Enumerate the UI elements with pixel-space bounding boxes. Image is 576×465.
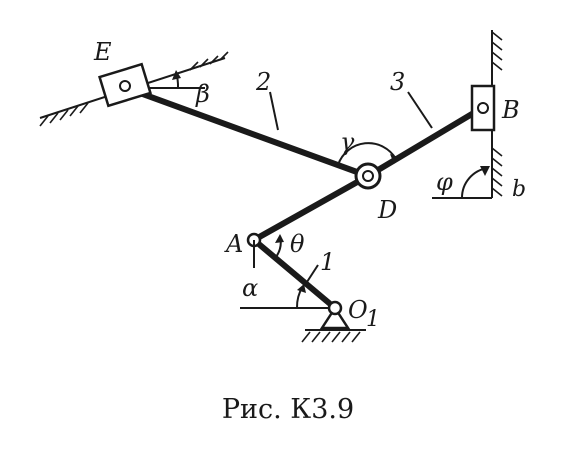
- link-3: [365, 105, 485, 179]
- label-o1-subscript: 1: [366, 307, 380, 332]
- label-phi: φ: [436, 168, 453, 196]
- angle-gamma-arc: [337, 142, 397, 166]
- leader-link-1: [304, 264, 319, 286]
- label-o1: O: [348, 296, 368, 324]
- label-a: A: [224, 230, 243, 258]
- link-da: [251, 173, 371, 243]
- angle-theta-arrow: [275, 234, 284, 243]
- figure-caption: Рис. К3.9: [222, 394, 354, 425]
- angle-beta-arrow: [172, 70, 181, 80]
- label-gamma: γ: [340, 128, 355, 156]
- label-b: B: [501, 96, 520, 124]
- slider-e: [98, 62, 152, 108]
- joint-d: [354, 162, 382, 190]
- angle-alpha-arrow: [297, 284, 306, 293]
- link-1: [251, 237, 338, 311]
- link-2: [123, 85, 371, 179]
- label-e: E: [93, 38, 112, 66]
- label-link-2: 2: [255, 68, 271, 96]
- support-o1: [301, 300, 366, 343]
- leader-link-2: [269, 91, 279, 131]
- label-beta: β: [195, 80, 210, 108]
- label-alpha: α: [242, 274, 258, 302]
- angle-gamma-arrow: [390, 154, 398, 164]
- slider-b: [470, 84, 496, 132]
- angle-phi-arrow: [480, 166, 490, 176]
- label-link-1: 1: [320, 248, 335, 276]
- label-b-lower: b: [512, 177, 526, 202]
- label-d: D: [377, 196, 397, 224]
- leader-link-3: [407, 91, 433, 129]
- label-link-3: 3: [390, 68, 405, 96]
- label-theta: θ: [290, 230, 305, 258]
